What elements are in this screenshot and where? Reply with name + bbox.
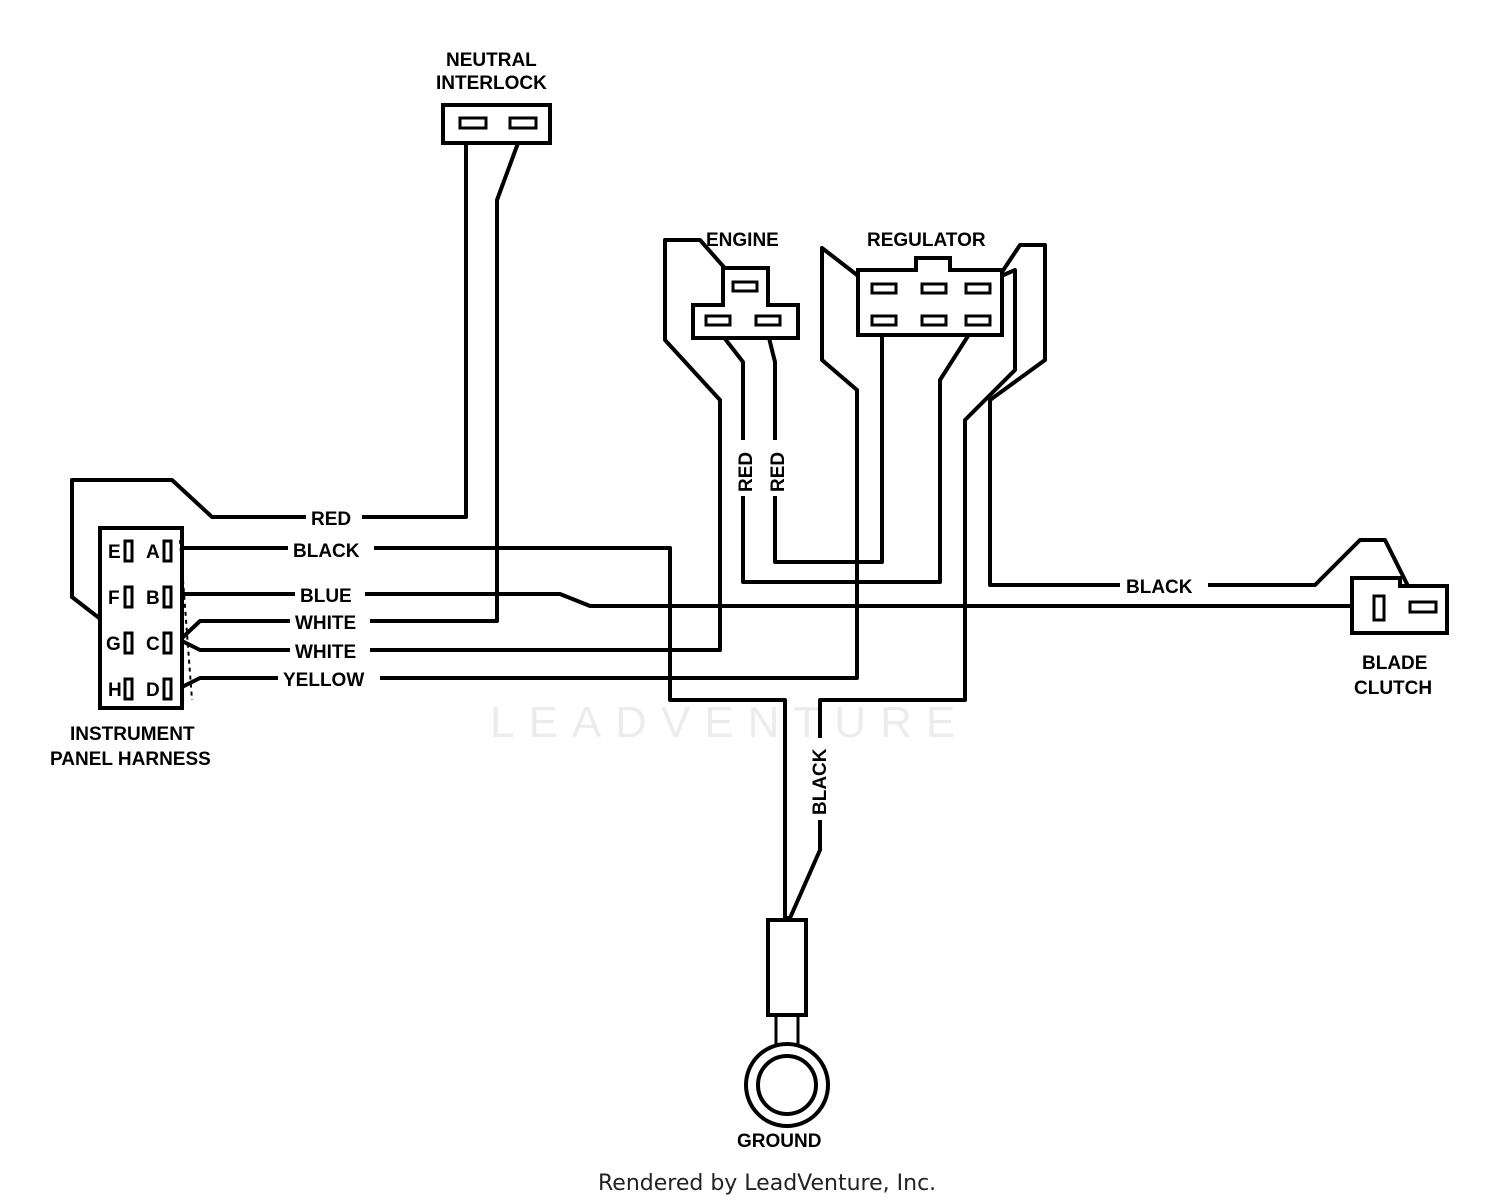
neutral-interlock-label-line2: INTERLOCK	[436, 73, 547, 94]
wire-label-white-1: WHITE	[295, 613, 356, 634]
wire-white-2	[178, 238, 740, 652]
wire-black	[178, 546, 787, 920]
blade-clutch: BLADE CLUTCH	[1350, 576, 1449, 699]
blade-clutch-label-line1: BLADE	[1362, 653, 1427, 674]
wire-regulator-ground	[788, 268, 1017, 920]
ground-terminal: GROUND	[737, 916, 830, 1152]
wire-label-yellow: YELLOW	[283, 670, 364, 691]
blade-clutch-label-line2: CLUTCH	[1354, 678, 1432, 699]
harness-pin-f: F	[108, 588, 120, 609]
wire-label-white-2: WHITE	[295, 642, 356, 663]
ground-sleeve	[766, 918, 808, 1017]
harness-label-line2: PANEL HARNESS	[50, 749, 211, 770]
harness-pin-d: D	[146, 680, 160, 701]
wire-blue	[178, 592, 1382, 608]
wire-yellow	[178, 246, 872, 690]
wire-labels: RED BLACK BLUE WHITE WHITE YELLOW BLACK …	[278, 440, 1208, 820]
wire-label-black: BLACK	[293, 541, 360, 562]
regulator-connector: REGULATOR	[856, 230, 1004, 337]
regulator-label: REGULATOR	[867, 230, 986, 251]
neutral-interlock-label-line1: NEUTRAL	[446, 50, 537, 71]
wire-label-red-engine-1: RED	[736, 452, 757, 492]
harness-pin-c: C	[146, 634, 160, 655]
engine-label: ENGINE	[706, 230, 779, 251]
wires	[70, 133, 1412, 920]
instrument-panel-harness: E A F B G C H D INSTRUMENT PANEL HARNESS	[50, 526, 211, 770]
engine-connector: ENGINE	[691, 230, 800, 340]
ground-label: GROUND	[737, 1131, 821, 1152]
wire-white-1	[178, 133, 523, 642]
neutral-interlock: NEUTRAL INTERLOCK	[436, 50, 552, 145]
wire-red-engine-2	[763, 320, 884, 564]
wire-red-engine-1	[710, 320, 977, 584]
harness-pin-a: A	[146, 542, 160, 563]
ground-ring-inner	[756, 1054, 818, 1116]
watermark: LEADVENTURE	[490, 698, 969, 747]
wire-black-clutch	[988, 243, 1412, 592]
wire-label-blue: BLUE	[300, 586, 352, 607]
wire-label-black-clutch: BLACK	[1126, 577, 1193, 598]
harness-pin-e: E	[108, 542, 121, 563]
wire-red	[70, 141, 468, 599]
wire-label-red: RED	[311, 509, 351, 530]
wire-label-black-ground: BLACK	[810, 748, 831, 815]
harness-pin-h: H	[108, 680, 122, 701]
footer-credit: Rendered by LeadVenture, Inc.	[598, 1171, 936, 1196]
harness-pin-b: B	[146, 588, 160, 609]
harness-label-line1: INSTRUMENT	[70, 724, 195, 745]
harness-pin-g: G	[106, 634, 121, 655]
wire-label-red-engine-2: RED	[768, 452, 789, 492]
